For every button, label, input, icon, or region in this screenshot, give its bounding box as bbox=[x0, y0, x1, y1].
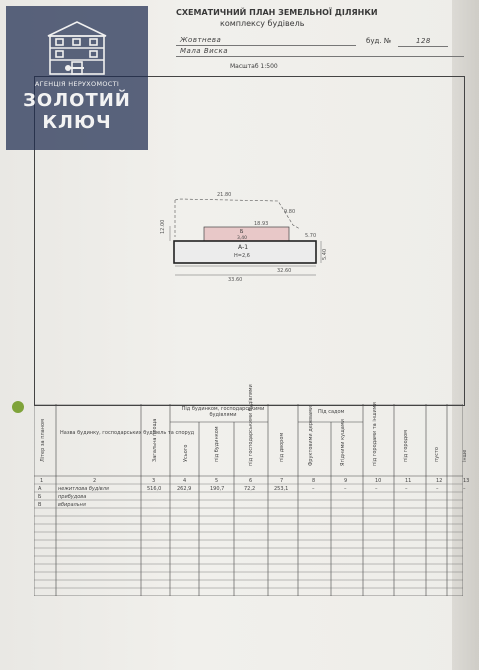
col-number: 7 bbox=[280, 478, 284, 484]
row-a-berries: – bbox=[344, 486, 347, 492]
dim-bottom-inner-label: 32.60 bbox=[277, 268, 291, 274]
col-number: 1 bbox=[40, 478, 44, 484]
house-number-underline bbox=[398, 46, 448, 47]
row-a-name: нежитлова будівля bbox=[58, 486, 109, 492]
row-a-fruit: – bbox=[312, 486, 315, 492]
col-number: 3 bbox=[152, 478, 156, 484]
dim-right-label: 5.40 bbox=[322, 249, 328, 260]
col-header-vacant: пусто bbox=[434, 447, 440, 462]
col-number: 12 bbox=[436, 478, 443, 484]
row-c-name: вбиральня bbox=[58, 502, 86, 508]
building-b-sub: 3,40 bbox=[237, 235, 247, 241]
col-number: 9 bbox=[344, 478, 348, 484]
building-a-sub: Н=2,6 bbox=[234, 253, 250, 259]
col-header-name-1: Назва будинку, господарських будівель та… bbox=[60, 430, 195, 436]
row-a-house: 190,7 bbox=[210, 486, 225, 492]
agency-watermark: АГЕНЦІЯ НЕРУХОМОСТІ ЗОЛОТИЙ КЛЮЧ bbox=[6, 6, 148, 150]
dim-inner-top-label: 18.93 bbox=[254, 221, 268, 227]
green-sticker-dot bbox=[12, 401, 24, 413]
dim-top-label: 21.80 bbox=[217, 192, 231, 198]
row-a-misc: – bbox=[463, 486, 466, 492]
building-b-label: Б bbox=[240, 229, 244, 235]
scale-label: Масштаб 1:500 bbox=[230, 63, 278, 70]
col-number: 6 bbox=[249, 478, 253, 484]
row-b-letter: Б bbox=[38, 494, 42, 500]
col-header-vegetables: під городами та іншими bbox=[372, 402, 378, 466]
col-number: 4 bbox=[183, 478, 187, 484]
row-a-other: – bbox=[405, 486, 408, 492]
street-value: Жовтнева bbox=[180, 36, 222, 44]
building-a-outline bbox=[173, 240, 317, 264]
col-number: 5 bbox=[215, 478, 219, 484]
group-header-buildings: Під будинком, господарськими будівлями bbox=[181, 406, 265, 418]
house-number-label: буд. № bbox=[366, 37, 392, 45]
document-title: СХЕМАТИЧНИЙ ПЛАН ЗЕМЕЛЬНОЇ ДІЛЯНКИ bbox=[176, 8, 378, 17]
house-number-value: 128 bbox=[416, 37, 431, 45]
col-number: 10 bbox=[375, 478, 382, 484]
agency-name: АГЕНЦІЯ НЕРУХОМОСТІ bbox=[34, 80, 120, 88]
dim-right-small-label: 5.70 bbox=[305, 233, 316, 239]
col-header-fruit: Фруктовими деревами bbox=[308, 405, 314, 466]
col-header-misc: інше bbox=[462, 449, 468, 462]
col-number: 8 bbox=[312, 478, 316, 484]
area-table-grid bbox=[34, 404, 463, 596]
col-number: 2 bbox=[93, 478, 97, 484]
village-underline bbox=[176, 56, 464, 57]
building-logo-icon bbox=[47, 21, 107, 75]
col-header-letter: Літер за планом bbox=[40, 419, 46, 462]
background-page-edge bbox=[452, 0, 479, 670]
row-a-letter: А bbox=[38, 486, 42, 492]
row-a-outbuild: 72,2 bbox=[244, 486, 256, 492]
col-header-yard: під двором bbox=[279, 432, 285, 462]
plan-frame bbox=[34, 76, 465, 406]
col-number: 11 bbox=[405, 478, 412, 484]
col-header-other: під городом bbox=[403, 430, 409, 462]
col-header-house: під будинком bbox=[214, 426, 220, 462]
col-header-total: Загальна площа bbox=[152, 418, 158, 462]
col-header-berries: Ягідними кущами bbox=[340, 419, 346, 466]
row-b-name: прибудова bbox=[58, 494, 87, 500]
dim-bottom-outer-label: 33.60 bbox=[228, 277, 242, 283]
col-header-outbuild: під господарськими будівлями bbox=[248, 384, 254, 466]
dim-slant-label: 9.80 bbox=[284, 209, 295, 215]
row-a-vegetables: – bbox=[375, 486, 378, 492]
brand-name-line1: ЗОЛОТИЙ bbox=[23, 90, 131, 111]
col-number: 13 bbox=[463, 478, 470, 484]
building-a-label: А-1 bbox=[238, 244, 248, 251]
document-subtitle: комплексу будівель bbox=[220, 19, 305, 28]
brand-name-line2: КЛЮЧ bbox=[42, 112, 112, 133]
village-value: Мала Виска bbox=[180, 47, 229, 55]
dim-side-left-label: 12.00 bbox=[160, 220, 166, 234]
group-header-garden: Під садом bbox=[318, 409, 345, 415]
row-c-letter: В bbox=[38, 502, 42, 508]
street-underline bbox=[176, 45, 356, 46]
row-a-sum: 262,9 bbox=[177, 486, 192, 492]
row-a-yard: 253,1 bbox=[274, 486, 289, 492]
row-a-vacant: – bbox=[436, 486, 439, 492]
col-header-total-sub: Усього bbox=[183, 444, 189, 463]
row-a-total: 516,0 bbox=[147, 486, 162, 492]
